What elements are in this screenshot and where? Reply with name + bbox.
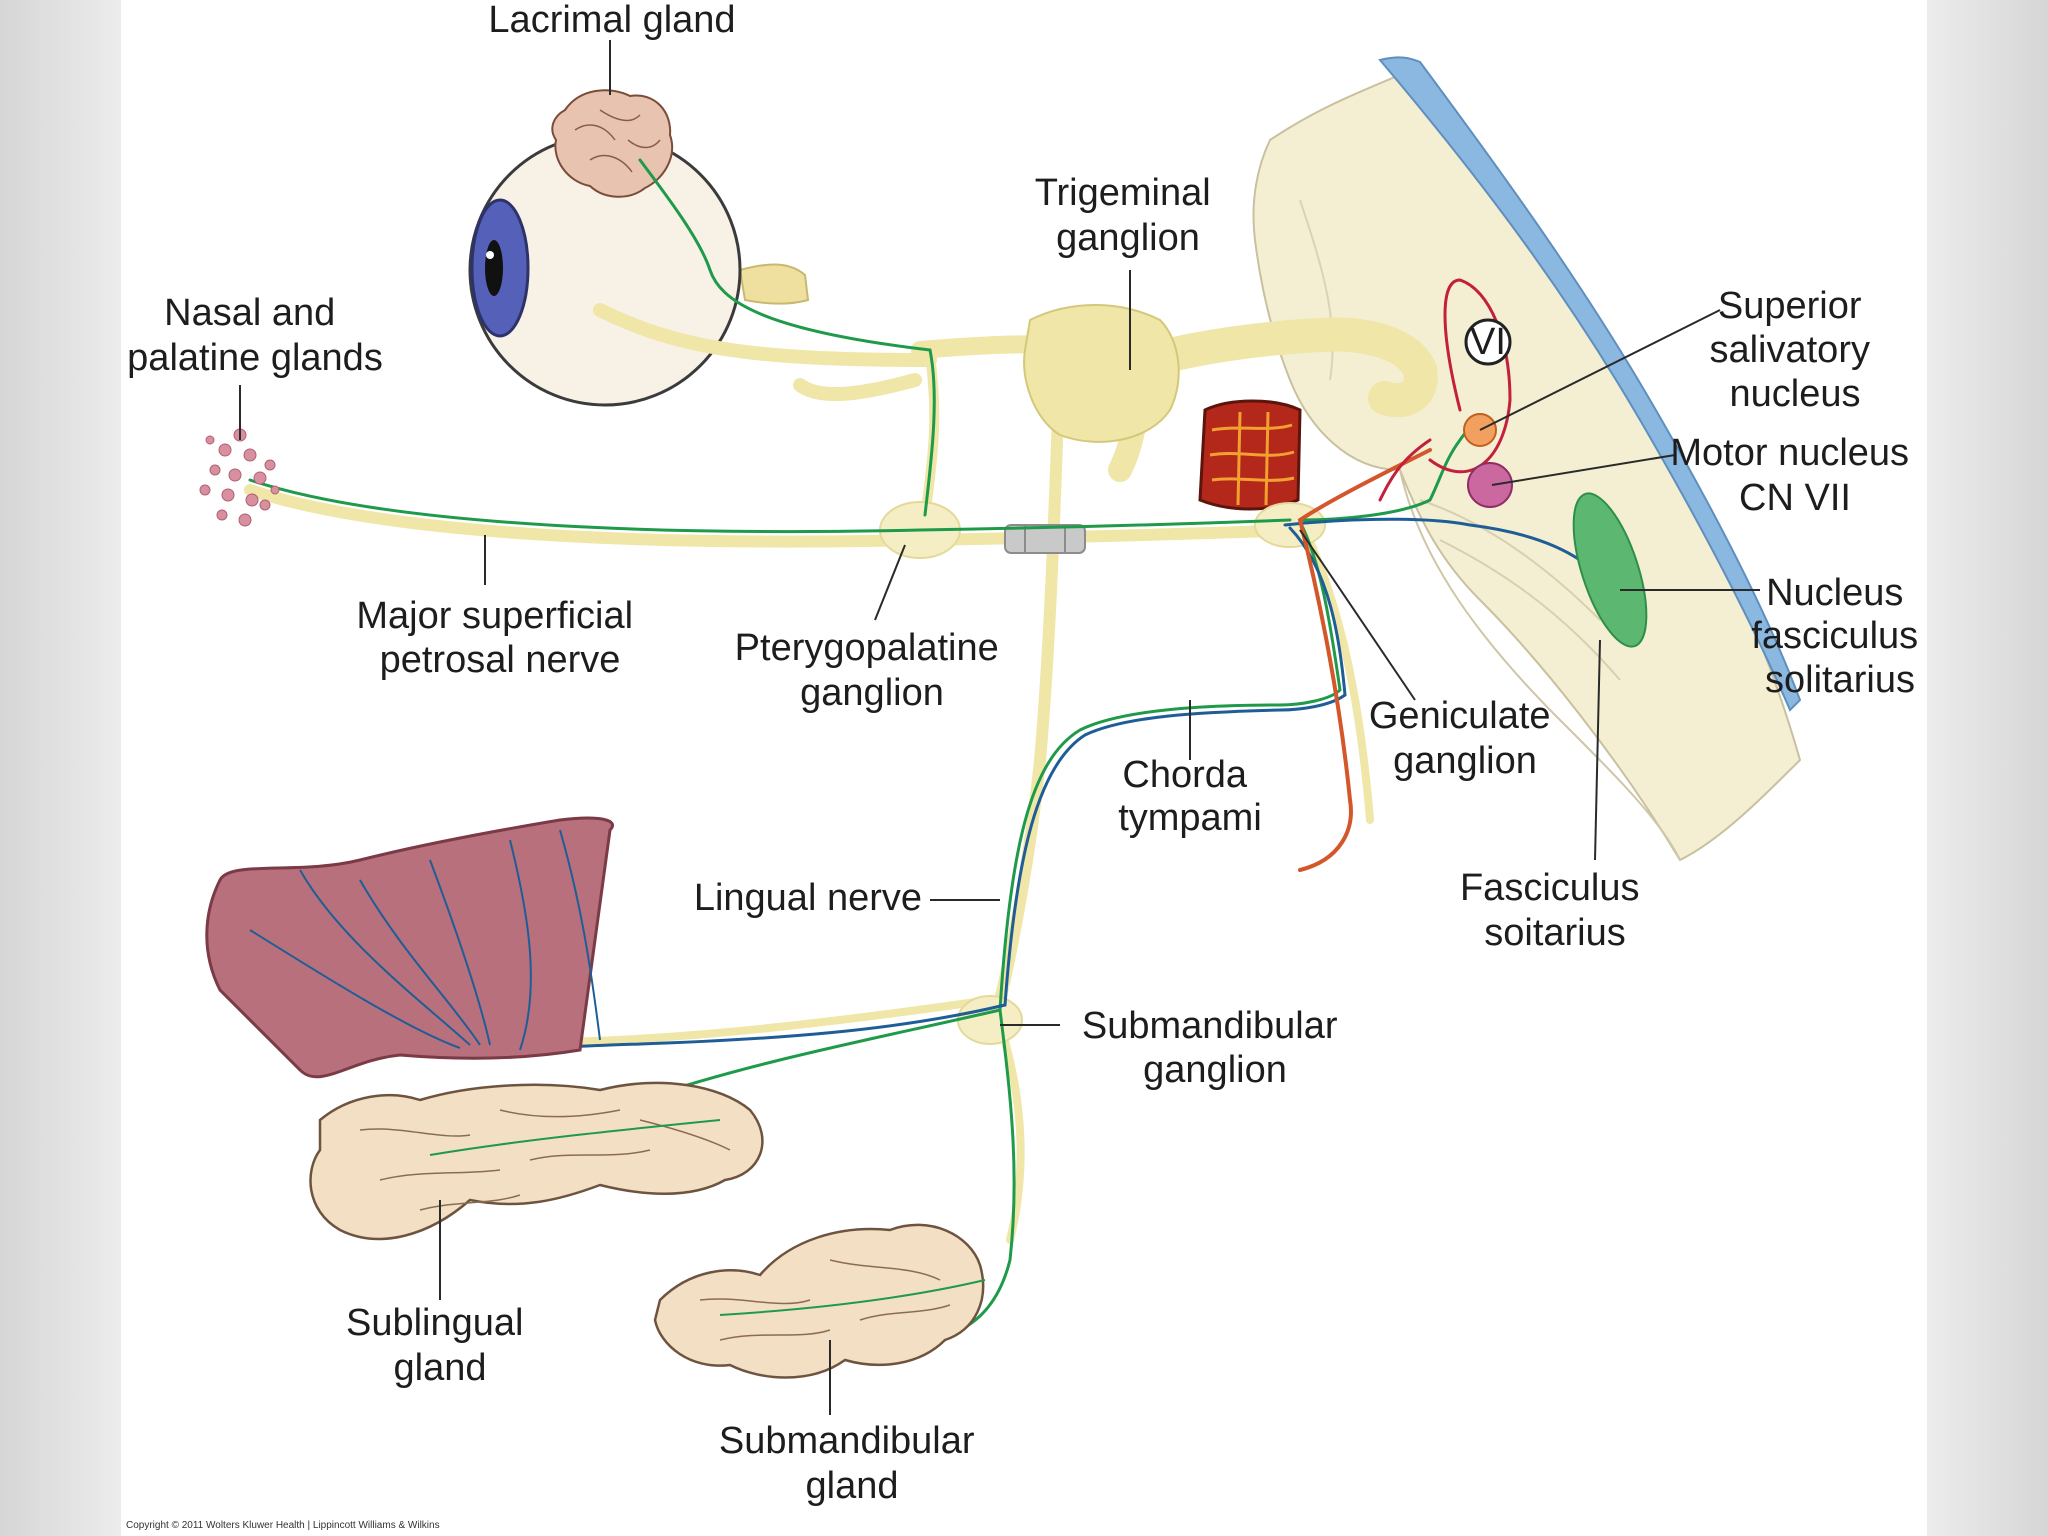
lacrimal-gland — [551, 89, 674, 198]
label-chorda-tympami: Chorda tympami — [1118, 754, 1262, 839]
nasal-palatine-glands — [199, 428, 280, 527]
trigeminal-ganglion-body — [1023, 304, 1180, 443]
label-nasal-palatine-glands: Nasal and palatine glands — [127, 292, 383, 379]
leader-lines — [239, 40, 1760, 1415]
label-trigeminal-ganglion: Trigeminal ganglion — [1035, 172, 1222, 259]
parasympathetic-fibers — [248, 158, 1482, 1332]
cn-vi-marker: VI — [1464, 318, 1512, 366]
label-submandibular-gland: Submandibular gland — [719, 1420, 985, 1507]
copyright-notice: Copyright © 2011 Wolters Kluwer Health |… — [126, 1520, 440, 1531]
labels: Lacrimal gland Trigeminal ganglion Nasal… — [126, 0, 1928, 1531]
label-sublingual-gland: Sublingual gland — [346, 1302, 534, 1389]
cn-vi-label: VI — [1470, 321, 1506, 363]
label-lacrimal-gland: Lacrimal gland — [488, 0, 735, 41]
brainstem — [1252, 56, 1802, 862]
submandibular-ganglion-body — [957, 995, 1023, 1045]
label-geniculate-ganglion: Geniculate ganglion — [1369, 695, 1561, 782]
muscle-block — [1198, 399, 1302, 511]
nucleus-fasciculus-solitarius — [1572, 492, 1648, 648]
tongue — [205, 816, 614, 1079]
sublingual-gland — [309, 1081, 764, 1241]
label-lingual-nerve: Lingual nerve — [694, 877, 922, 919]
label-nucleus-fasciculus-solitarius: Nucleus fasciculus solitarius — [1751, 572, 1928, 701]
motor-nucleus-cn-vii — [1467, 462, 1513, 508]
label-major-superficial-petrosal-nerve: Major superficial petrosal nerve — [356, 595, 643, 681]
submandibular-gland — [653, 1223, 986, 1379]
label-motor-nucleus-cn-vii: Motor nucleus CN VII — [1670, 432, 1919, 519]
label-pterygopalatine-ganglion: Pterygopalatine ganglion — [735, 627, 1010, 714]
label-submandibular-ganglion: Submandibular ganglion — [1082, 1005, 1348, 1091]
label-superior-salivatory-nucleus: Superior salivatory nucleus — [1709, 285, 1880, 415]
label-fasciculus-soitarius: Fasciculus soitarius — [1460, 867, 1650, 954]
